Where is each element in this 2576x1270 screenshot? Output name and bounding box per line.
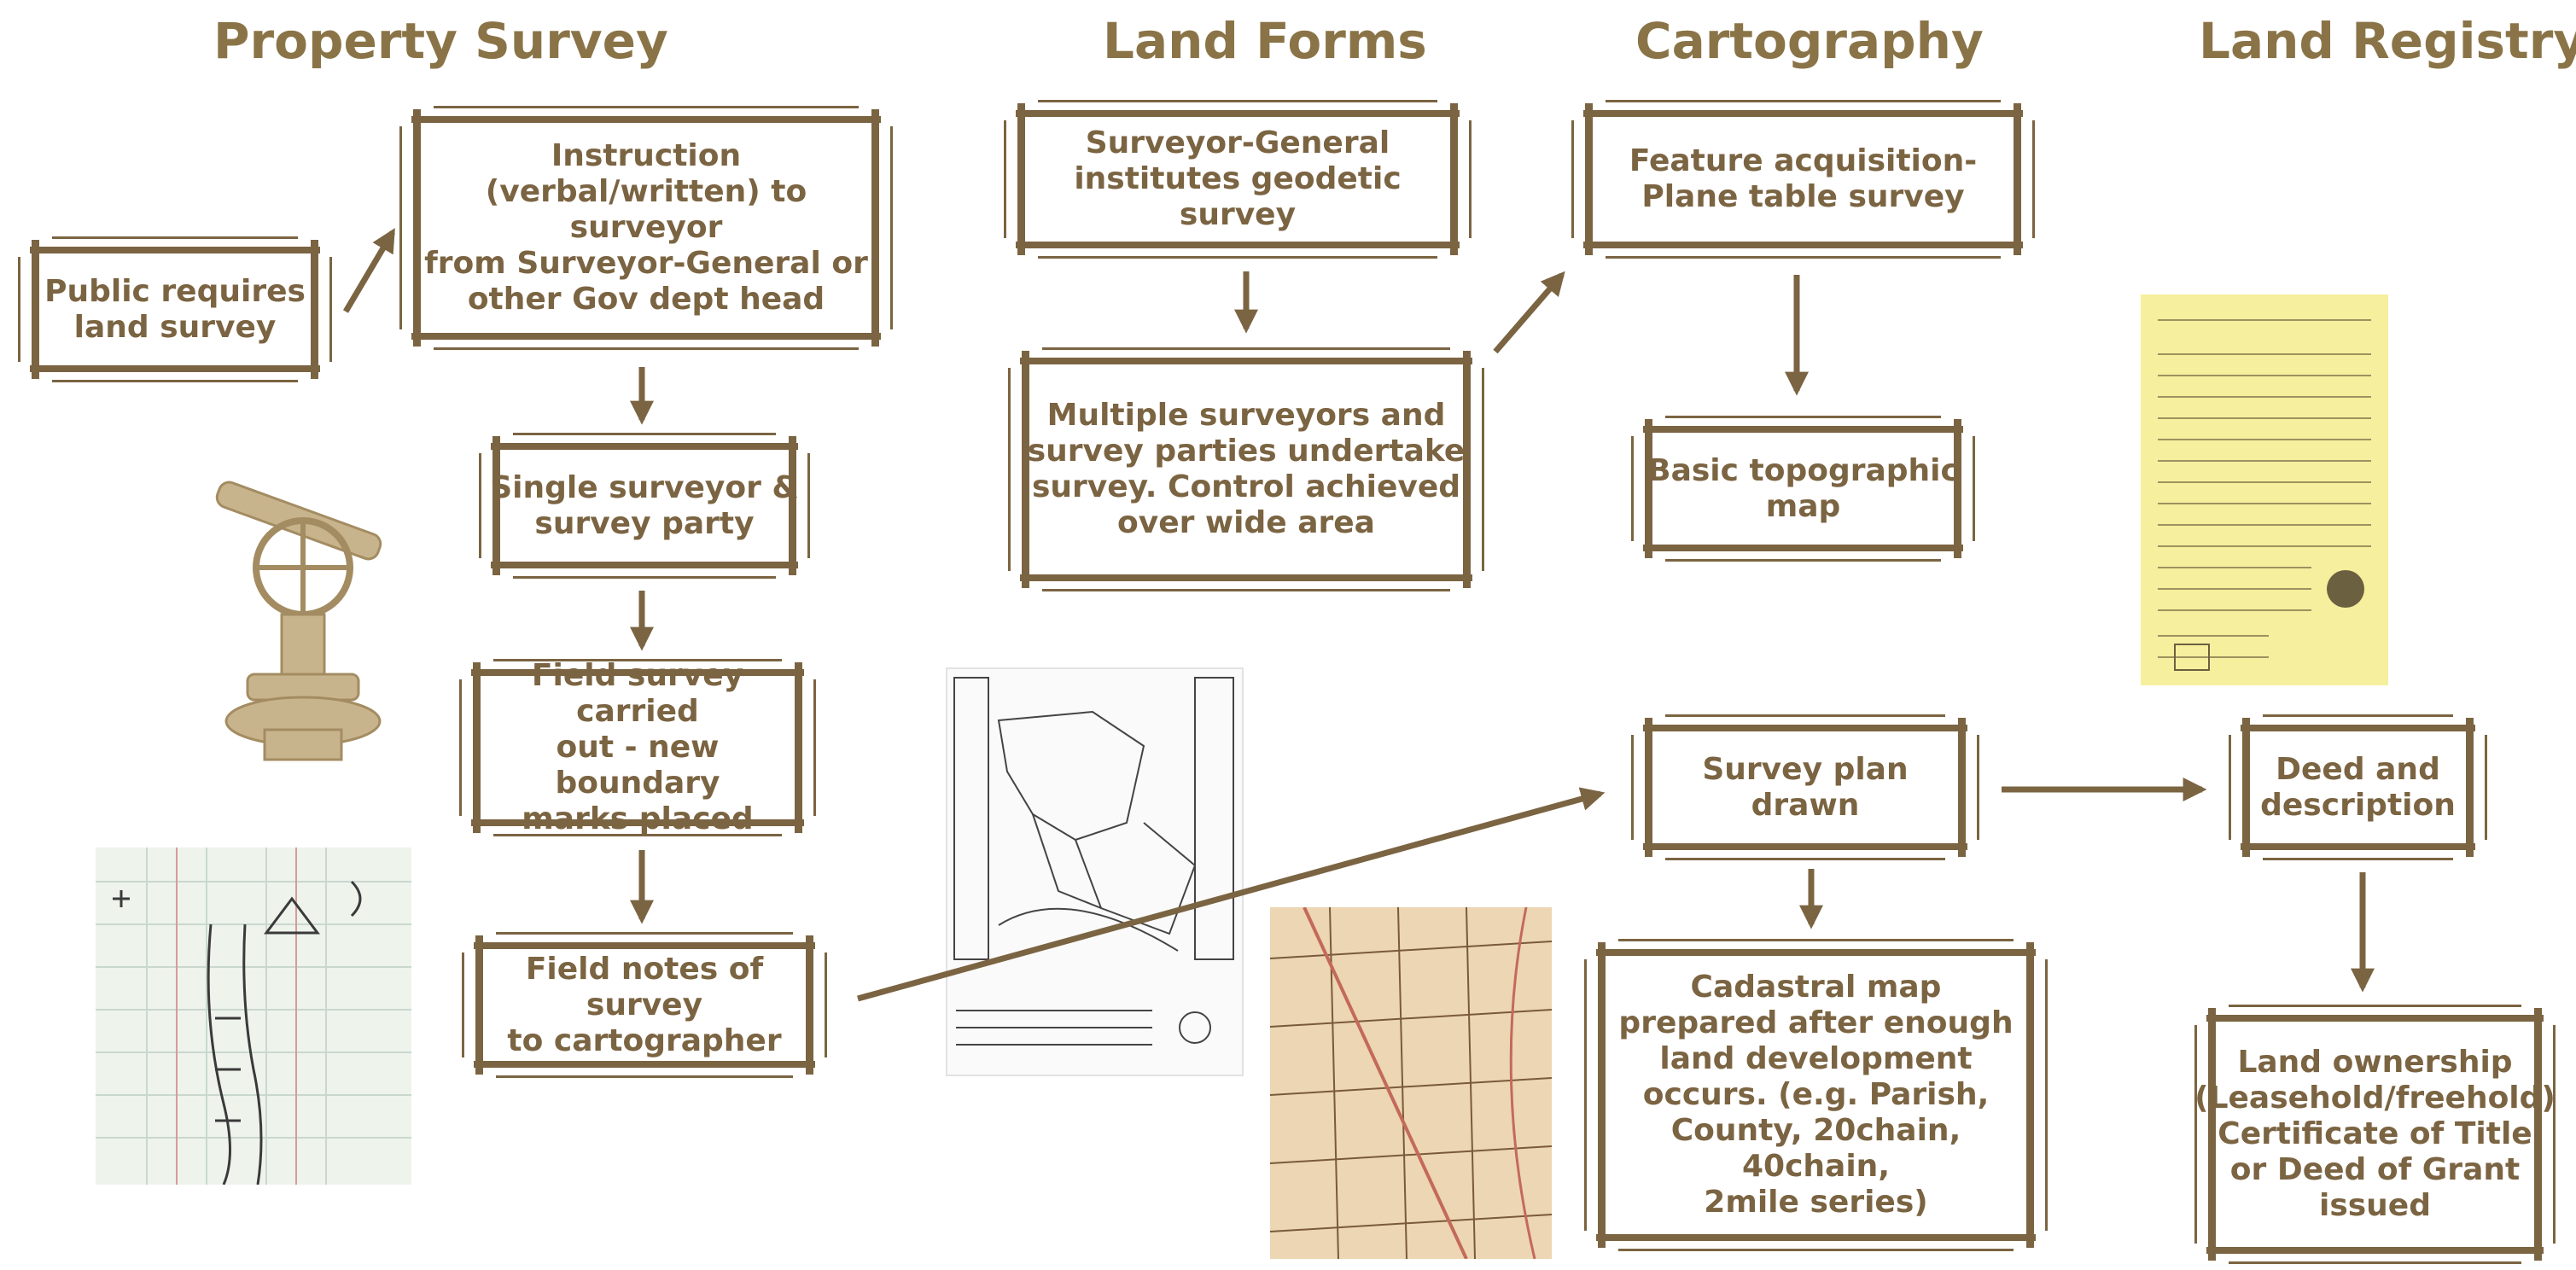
node-label: Instruction (verbal/written) to surveyor… [424,138,868,317]
node-label: Feature acquisition- Plane table survey [1629,143,1978,214]
node-cadastral-map: Cadastral map prepared after enough land… [1579,937,2053,1253]
node-label: Public requires land survey [44,273,306,345]
cadastral-map-image [1270,907,1552,1259]
box-frame [1584,939,2048,1251]
node-label: Multiple surveyors and survey parties un… [1027,398,1466,540]
arrow-notes-to-survey-plan [857,787,1606,1002]
theodolite-image [179,474,427,768]
box-frame [399,106,893,350]
box-frame [1631,714,1979,860]
node-feature-acquisition: Feature acquisition- Plane table survey [1566,98,2040,260]
box-frame [462,932,827,1078]
node-survey-plan: Survey plan drawn [1626,713,1984,862]
node-field-survey: Field survey carried out - new boundary … [454,657,821,838]
box-frame [2194,1005,2556,1264]
field-notes-image [96,848,411,1185]
box-frame [479,433,810,579]
node-label: Deed and description [2260,751,2456,823]
node-label: Survey plan drawn [1702,751,1909,823]
arrow-multiple-to-feature [1493,271,1565,354]
box-frame [1008,347,1484,591]
node-basic-topographic: Basic topographic map [1626,414,1980,563]
box-frame [18,236,332,382]
node-deed-description: Deed and description [2223,713,2492,862]
node-label: Single surveyor & survey party [490,469,799,541]
box-frame [459,659,816,836]
node-surveyor-general: Surveyor-General institutes geodetic sur… [999,98,1477,260]
node-public-requires: Public requires land survey [13,235,337,384]
node-multiple-surveyors: Multiple surveyors and survey parties un… [1003,346,1489,593]
node-label: Surveyor-General institutes geodetic sur… [1074,125,1402,232]
box-frame [1004,100,1472,259]
header-cartography: Cartography [1635,12,1984,70]
node-instruction: Instruction (verbal/written) to surveyor… [394,104,898,352]
node-label: Field survey carried out - new boundary … [522,658,754,836]
header-property-survey: Property Survey [213,12,668,70]
node-single-surveyor: Single surveyor & survey party [474,431,815,580]
node-label: Land ownership (Leasehold/freehold) Cert… [2194,1045,2556,1223]
node-label: Cadastral map prepared after enough land… [1618,970,2014,1220]
node-field-notes: Field notes of survey to cartographer [457,930,832,1080]
certificate-image [2141,294,2388,685]
box-frame [1571,100,2035,259]
box-frame [2229,714,2487,860]
header-land-registry: Land Registry [2199,12,2576,70]
header-land-forms: Land Forms [1103,12,1427,70]
survey-plan-image [946,667,1244,1076]
node-label: Field notes of survey to cartographer [507,951,782,1058]
node-label: Basic topographic map [1647,452,1959,524]
node-land-ownership: Land ownership (Leasehold/freehold) Cert… [2189,1003,2561,1266]
arrow-public-to-instruction [342,228,396,313]
box-frame [1631,416,1975,562]
